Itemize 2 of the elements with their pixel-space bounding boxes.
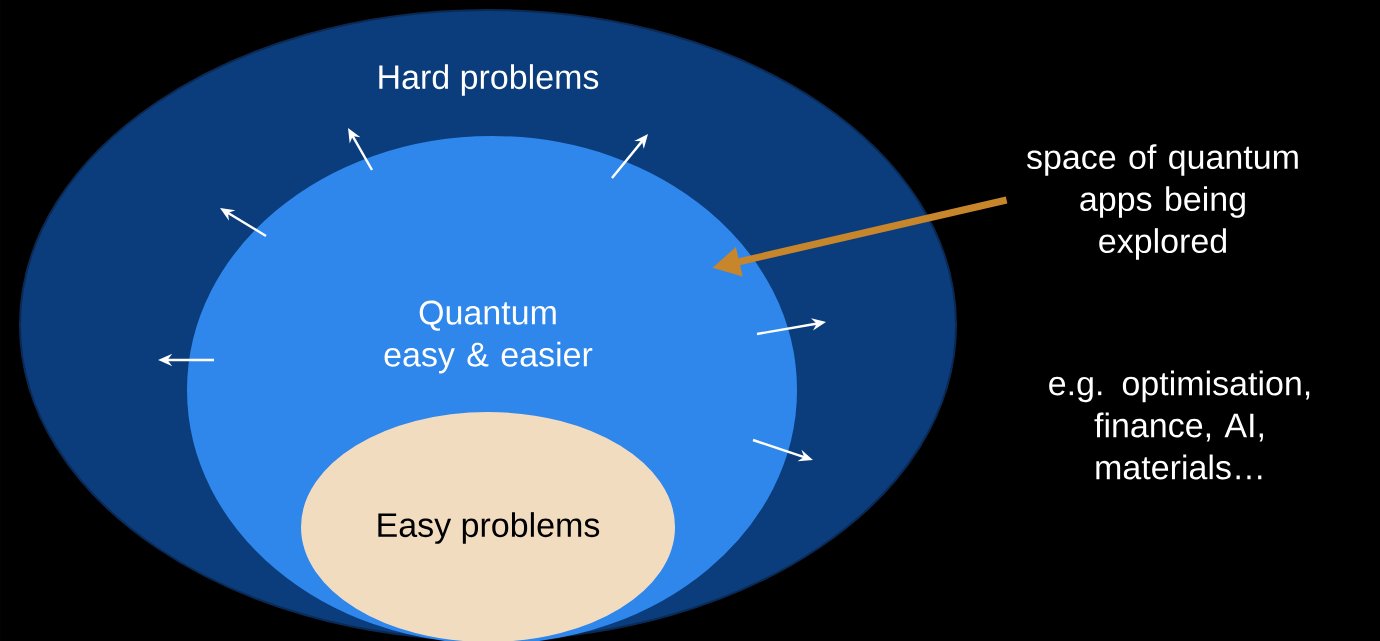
note-text: e.g. optimisation, finance, AI, materials… bbox=[1049, 370, 1310, 480]
callout-text: space of quantum apps being explored bbox=[1026, 144, 1298, 260]
